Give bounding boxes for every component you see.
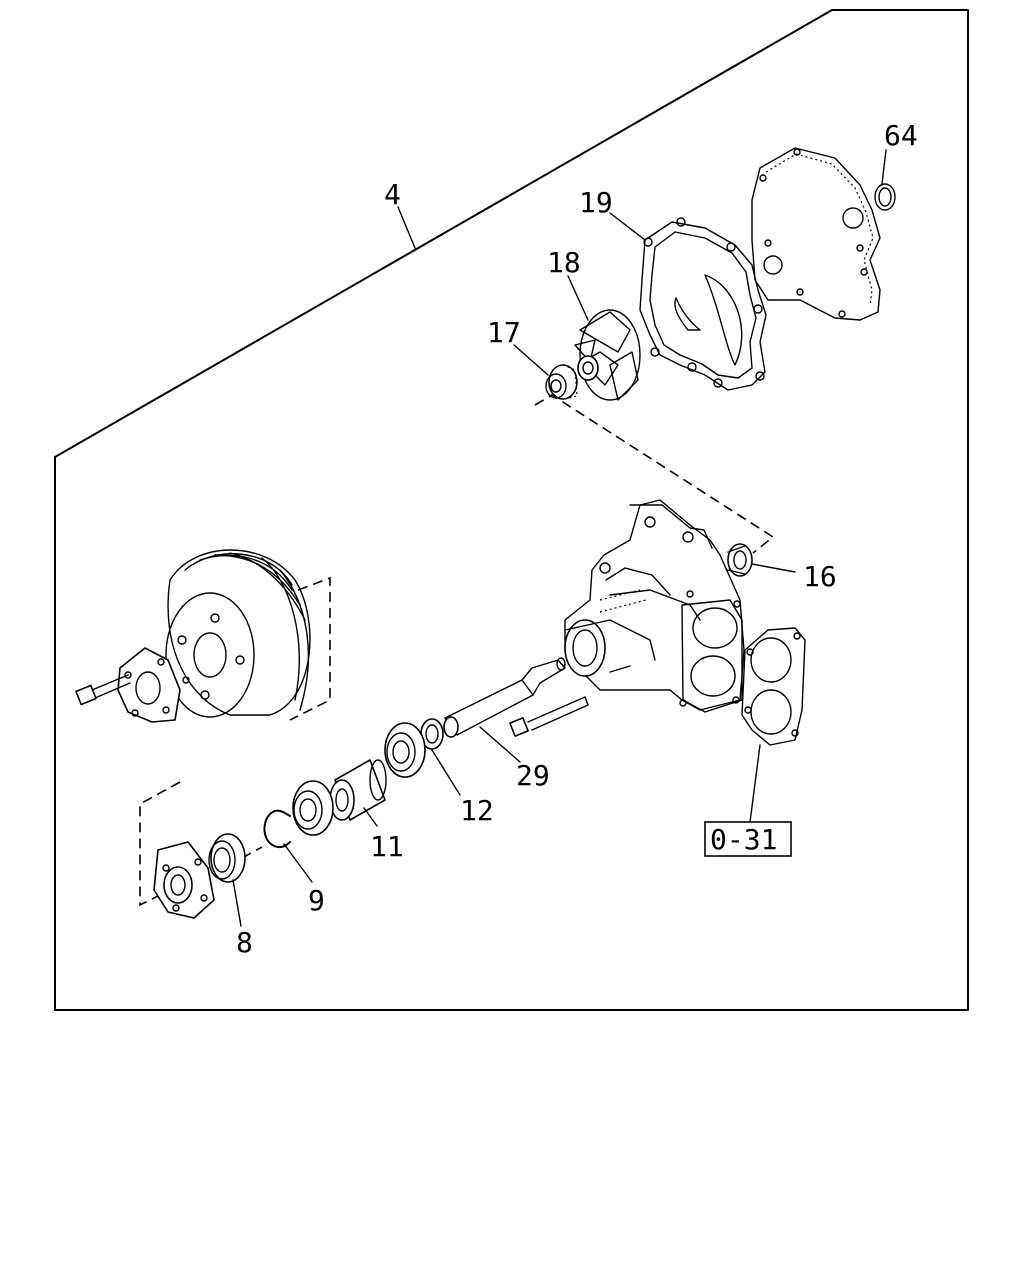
pump-housing <box>564 499 745 713</box>
bearing-rear <box>292 780 334 836</box>
o-ring-64 <box>874 183 896 211</box>
seal-17 <box>545 364 578 400</box>
pulley-plate <box>117 647 181 723</box>
housing-bolt <box>509 665 631 737</box>
snap-ring-9 <box>263 809 291 849</box>
callout-4: 4 <box>384 178 401 211</box>
leader-lines <box>232 149 887 927</box>
spacer-11 <box>329 759 387 821</box>
callout-11: 11 <box>370 830 404 863</box>
pulley <box>165 549 331 721</box>
seal-8 <box>208 833 246 883</box>
shaft-29 <box>443 657 566 738</box>
callout-29: 29 <box>516 759 550 792</box>
impeller-18 <box>574 309 641 401</box>
callout-8: 8 <box>236 926 253 959</box>
seal-16 <box>727 543 753 577</box>
gasket-0-31 <box>741 627 806 746</box>
callout-16: 16 <box>803 560 837 593</box>
bearing-front <box>384 722 426 778</box>
callout-9: 9 <box>308 884 325 917</box>
assembly-frame <box>54 9 969 1011</box>
reference-label: 0-31 <box>710 823 777 856</box>
callout-18: 18 <box>547 246 581 279</box>
pulley-bolt <box>75 674 131 706</box>
callout-19: 19 <box>579 186 613 219</box>
reference-box <box>704 821 792 857</box>
hub-flange <box>153 841 215 919</box>
leader-dash-front <box>139 781 181 907</box>
callout-12: 12 <box>460 794 494 827</box>
callout-17: 17 <box>487 316 521 349</box>
leader-dash-17-16 <box>534 394 775 554</box>
gasket-19 <box>639 217 767 391</box>
callout-64: 64 <box>884 119 918 152</box>
back-plate <box>751 147 881 321</box>
